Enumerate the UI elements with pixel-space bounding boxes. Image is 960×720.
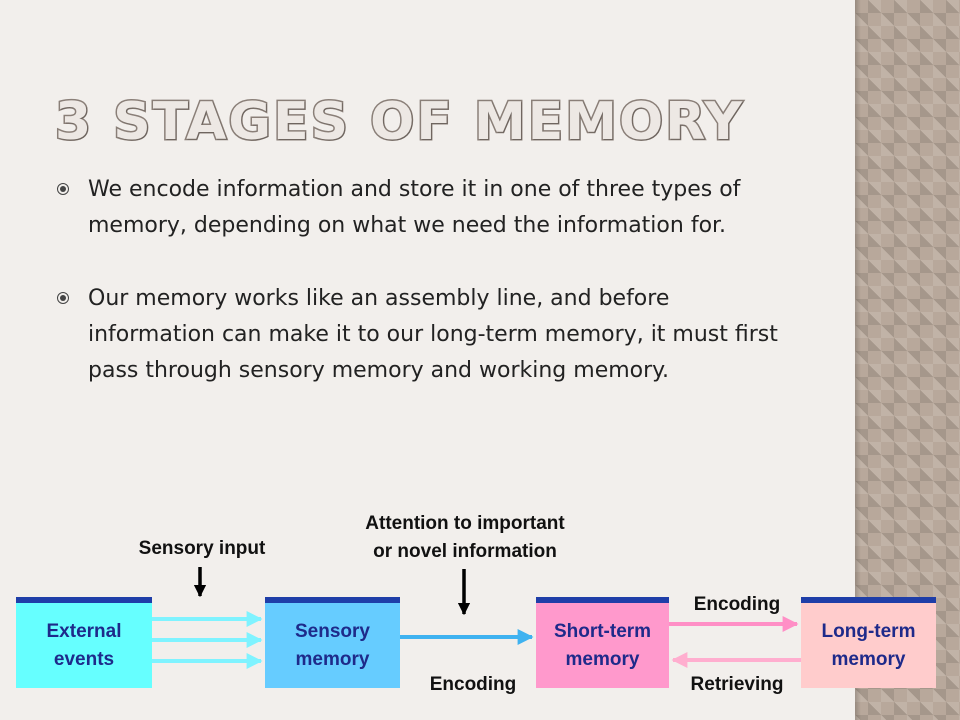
external-events-box: External events xyxy=(16,597,152,688)
bullet-list: We encode information and store it in on… xyxy=(55,172,790,426)
slide-title: 3 Stages of Memory xyxy=(53,91,745,154)
long-term-memory-box: Long-term memory xyxy=(801,597,936,688)
bullet-item: Our memory works like an assembly line, … xyxy=(55,281,790,389)
bullet-text: We encode information and store it in on… xyxy=(88,177,741,238)
retrieving-label: Retrieving xyxy=(690,674,784,695)
short-term-memory-box: Short-term memory xyxy=(536,597,669,688)
bullet-circle-icon xyxy=(57,183,69,195)
sidebar-shadow xyxy=(855,0,861,720)
bullet-circle-icon xyxy=(57,292,69,304)
sensory-memory-box: Sensory memory xyxy=(265,597,400,688)
bullet-text: Our memory works like an assembly line, … xyxy=(88,286,778,383)
bullet-item: We encode information and store it in on… xyxy=(55,172,790,244)
sensory-input-label: Sensory input xyxy=(138,538,266,559)
encoding-bottom-label: Encoding xyxy=(429,674,517,695)
attention-label: Attention to important or novel informat… xyxy=(365,513,565,562)
encoding-top-label: Encoding xyxy=(693,594,781,615)
